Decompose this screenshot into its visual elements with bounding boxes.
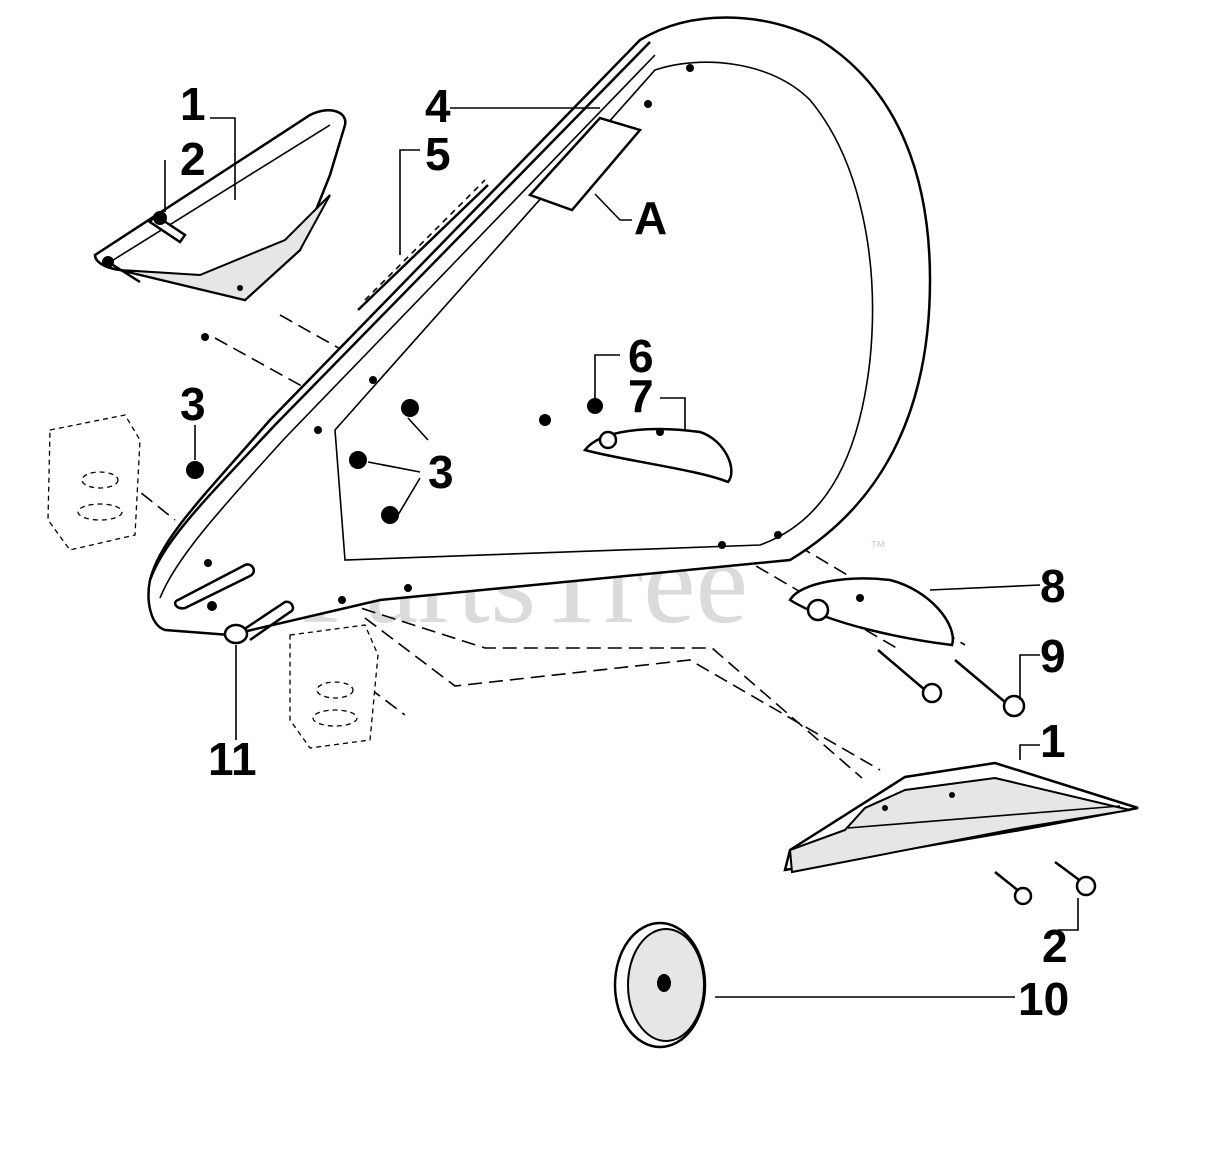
bolts-9	[877, 649, 1026, 718]
pin	[223, 623, 249, 645]
callout-A: A	[634, 192, 667, 244]
bolt-bottom	[994, 860, 1097, 906]
ghost-bracket-bottom	[289, 624, 379, 749]
wheel	[613, 921, 707, 1049]
callout-10: 10	[1018, 973, 1069, 1025]
ghost-bracket-left	[47, 414, 141, 551]
spacer-top	[582, 398, 733, 484]
callouts: 1 2 3 3 4 5 A 6 7 8 9 1 11 2 10	[180, 78, 1069, 1025]
spacer-bottom	[788, 577, 955, 647]
shield-bottom	[783, 761, 1139, 874]
callout-1-top: 1	[180, 78, 206, 130]
trademark-symbol: ™	[870, 539, 886, 556]
bolt-top	[102, 211, 187, 284]
callout-6: 6	[628, 330, 654, 382]
decal-strip	[357, 179, 489, 311]
callout-3-left: 3	[180, 378, 206, 430]
callout-7: 7	[628, 370, 654, 422]
callout-2-top: 2	[180, 133, 206, 185]
nuts	[186, 399, 419, 524]
callout-8: 8	[1040, 560, 1066, 612]
chain-guard-housing	[147, 16, 932, 642]
callout-1-bottom: 1	[1040, 715, 1066, 767]
shield-top	[93, 109, 347, 341]
callout-5: 5	[425, 128, 451, 180]
leader-lines	[164, 107, 1079, 998]
callout-9: 9	[1040, 630, 1066, 682]
callout-2-bottom: 2	[1042, 920, 1068, 972]
callout-4: 4	[425, 80, 451, 132]
callout-3-mid: 3	[428, 446, 454, 498]
callout-11: 11	[208, 733, 257, 785]
